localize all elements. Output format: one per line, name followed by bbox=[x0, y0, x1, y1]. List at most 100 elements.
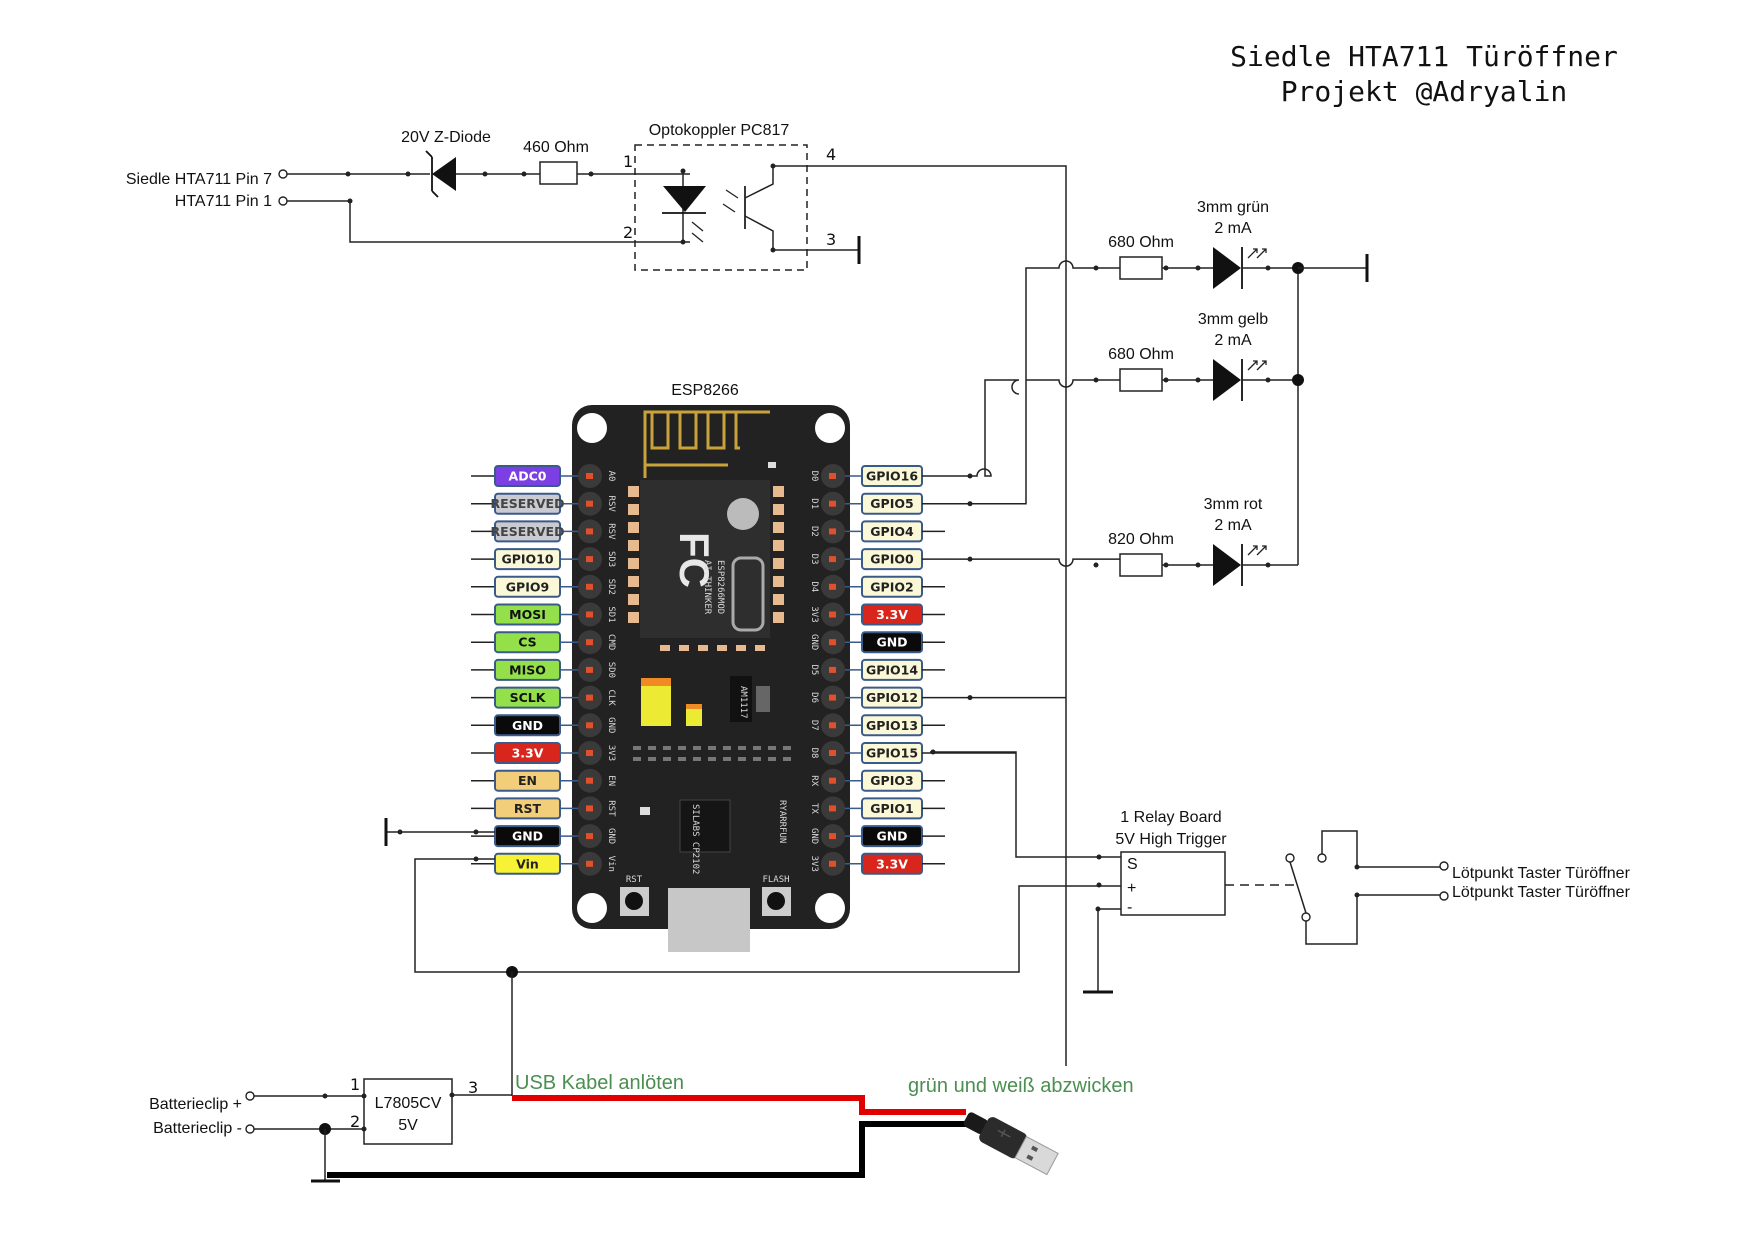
opto-pin-1: 1 bbox=[623, 152, 633, 171]
pin-pad bbox=[586, 694, 593, 701]
led-name: 3mm grün bbox=[1197, 199, 1269, 216]
pin-pad bbox=[586, 528, 593, 535]
pin-tag bbox=[494, 465, 561, 487]
pin-silk: SD0 bbox=[606, 662, 616, 678]
wire-vin bbox=[414, 858, 1121, 973]
flash-button-cap[interactable] bbox=[767, 892, 785, 910]
pin-tag-label: GPIO15 bbox=[866, 746, 918, 761]
mount-hole bbox=[815, 893, 845, 923]
relay-switch-arm bbox=[1289, 861, 1307, 914]
micro-usb-port bbox=[668, 888, 750, 952]
mount-hole bbox=[815, 413, 845, 443]
pin-silk: D4 bbox=[809, 581, 819, 592]
led-branch: 680 Ohm 3mm grün 2 mA bbox=[1093, 199, 1298, 289]
pin-tag-label: 3.3V bbox=[876, 607, 908, 622]
module-model: ESP8266MOD bbox=[715, 560, 725, 614]
regulator-name: L7805CV bbox=[375, 1095, 442, 1112]
pin-pad bbox=[586, 777, 593, 784]
pin-tag bbox=[494, 742, 561, 764]
title-block: Siedle HTA711 Türöffner Projekt @Adryali… bbox=[1230, 40, 1618, 108]
left-pin: GND GND bbox=[471, 824, 616, 849]
opto-pin-3: 3 bbox=[826, 230, 836, 249]
led-diode bbox=[1213, 247, 1241, 289]
pin-tag-label: GPIO4 bbox=[870, 524, 914, 539]
pin-pad bbox=[829, 777, 836, 784]
wire-pin1 bbox=[287, 200, 690, 243]
pin-pad bbox=[586, 833, 593, 840]
battery-minus-label: Batterieclip - bbox=[153, 1120, 242, 1137]
battery-plus-terminal bbox=[245, 1091, 255, 1101]
right-pin-header: GPIO16D0GPIO5D1GPIO4D2GPIO0D3GPIO2D43.3V… bbox=[809, 464, 945, 876]
pin-tag-label: GND bbox=[512, 718, 543, 733]
input-circuit: Siedle HTA711 Pin 7 HTA711 Pin 1 20V Z-D… bbox=[126, 122, 1067, 1066]
pin-tag-label: GPIO9 bbox=[506, 579, 549, 594]
terminal-pin7-label: Siedle HTA711 Pin 7 bbox=[126, 171, 272, 188]
light-emission-icon bbox=[1247, 360, 1267, 371]
pin-pad bbox=[586, 805, 593, 812]
relay-pin-minus: - bbox=[1127, 899, 1132, 916]
led-resistor-label: 820 Ohm bbox=[1108, 531, 1174, 548]
opto-pin-2: 2 bbox=[623, 223, 633, 242]
cut-wires-note: grün und weiß abzwicken bbox=[908, 1075, 1134, 1097]
led-resistor bbox=[1119, 368, 1163, 392]
pin-tag-label: MOSI bbox=[509, 607, 546, 622]
pin-pad bbox=[586, 722, 593, 729]
pin-tag bbox=[494, 520, 561, 543]
pin-pad bbox=[586, 473, 593, 479]
light-emission-icon bbox=[1247, 248, 1267, 259]
led-diode bbox=[1213, 544, 1241, 586]
pin-silk: GND bbox=[809, 634, 819, 650]
led-current: 2 mA bbox=[1214, 332, 1252, 349]
zener-label: 20V Z-Diode bbox=[401, 129, 491, 146]
pin-tag-label: SCLK bbox=[510, 690, 547, 705]
pin-silk: RX bbox=[809, 775, 819, 786]
pin-silk: D8 bbox=[809, 748, 819, 759]
pin-tag-label: CS bbox=[518, 635, 536, 650]
pin-pad bbox=[829, 805, 836, 812]
pin-pad bbox=[829, 500, 836, 507]
pin-tag bbox=[494, 714, 561, 737]
pin-tag-label: GND bbox=[876, 635, 907, 650]
regulator-l7805 bbox=[363, 1078, 453, 1145]
fcc-logo: FC bbox=[671, 532, 718, 588]
pin-silk: TX bbox=[809, 803, 819, 814]
pin-pad bbox=[586, 556, 593, 563]
pin-tag-label: EN bbox=[518, 773, 537, 788]
usb-wire-red bbox=[512, 1095, 966, 1115]
solder-terminal-2-label: Lötpunkt Taster Türöffner bbox=[1452, 884, 1631, 901]
rst-button-label: RST bbox=[626, 875, 643, 885]
pin-silk: A0 bbox=[606, 471, 616, 482]
pin-tag-label: GPIO5 bbox=[870, 496, 913, 511]
pin-tag bbox=[494, 631, 561, 654]
pin-silk: D0 bbox=[809, 471, 819, 482]
module-vendor: AI-THINKER bbox=[702, 560, 712, 615]
right-pin: GND GND bbox=[809, 630, 945, 655]
rst-button-cap[interactable] bbox=[625, 892, 643, 910]
led-current: 2 mA bbox=[1214, 220, 1252, 237]
led-resistor-label: 680 Ohm bbox=[1108, 234, 1174, 251]
pin-pad bbox=[586, 666, 593, 673]
cp2102-label: SILABS CP2102 bbox=[690, 804, 700, 874]
pin-tag bbox=[494, 769, 561, 792]
pin-tag-label: GND bbox=[512, 829, 543, 844]
pin-tag-label: GPIO10 bbox=[501, 552, 553, 567]
pin-silk: Vin bbox=[606, 856, 616, 872]
esp-power-wiring bbox=[384, 818, 1121, 1096]
pin-silk: 3V3 bbox=[606, 745, 616, 761]
pin-silk: GND bbox=[606, 828, 616, 844]
pin-pad bbox=[829, 722, 836, 729]
